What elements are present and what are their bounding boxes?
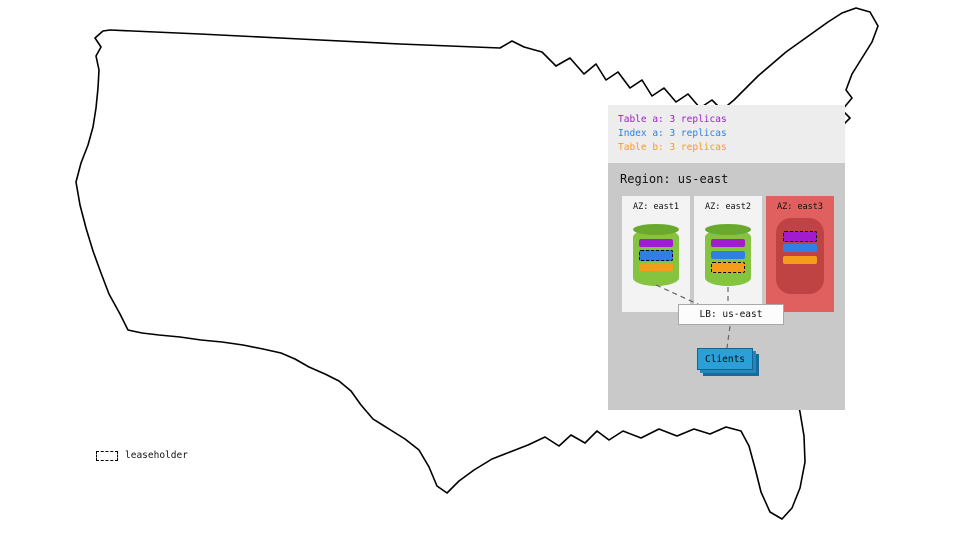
database-node-east2 [705,224,751,286]
cylinder-top [705,224,751,235]
replica-index-a [711,251,745,259]
replica-stack [776,231,824,268]
replica-table-a-leaseholder [783,231,817,242]
leaseholder-legend-label: leaseholder [125,450,188,461]
replica-table-a [711,239,745,247]
replica-stack [633,239,679,275]
az-east2: AZ: east2 [694,196,762,312]
us-outline-path [75,7,879,520]
az-east1-label: AZ: east1 [632,202,680,212]
database-node-east3-down [776,218,824,294]
leaseholder-legend: leaseholder [96,450,188,461]
region-panel: Region: us-east AZ: east1 AZ: east2 [608,163,845,410]
replica-table-b [783,256,817,264]
load-balancer-label: LB: us-east [699,309,763,320]
clients-box: Clients [697,348,753,370]
replica-stack [705,239,751,275]
az-east3-down: AZ: east3 [766,196,834,312]
az-east1: AZ: east1 [622,196,690,312]
legend-table-b: Table b: 3 replicas [618,142,727,153]
replica-legend-panel: Table a: 3 replicas Index a: 3 replicas … [608,105,845,163]
az-east3-label: AZ: east3 [776,202,824,212]
region-title: Region: us-east [620,172,729,186]
az-east2-label: AZ: east2 [704,202,752,212]
clients-label: Clients [704,353,746,365]
load-balancer-box: LB: us-east [678,304,784,325]
replica-index-a [783,244,817,252]
database-node-east1 [633,224,679,286]
replica-index-a-leaseholder [639,250,673,261]
cylinder-top [633,224,679,235]
legend-table-a: Table a: 3 replicas [618,114,727,125]
legend-index-a: Index a: 3 replicas [618,128,727,139]
leaseholder-swatch-icon [96,450,118,461]
replica-table-b-leaseholder [711,262,745,273]
replica-table-b [639,263,673,271]
replica-table-a [639,239,673,247]
